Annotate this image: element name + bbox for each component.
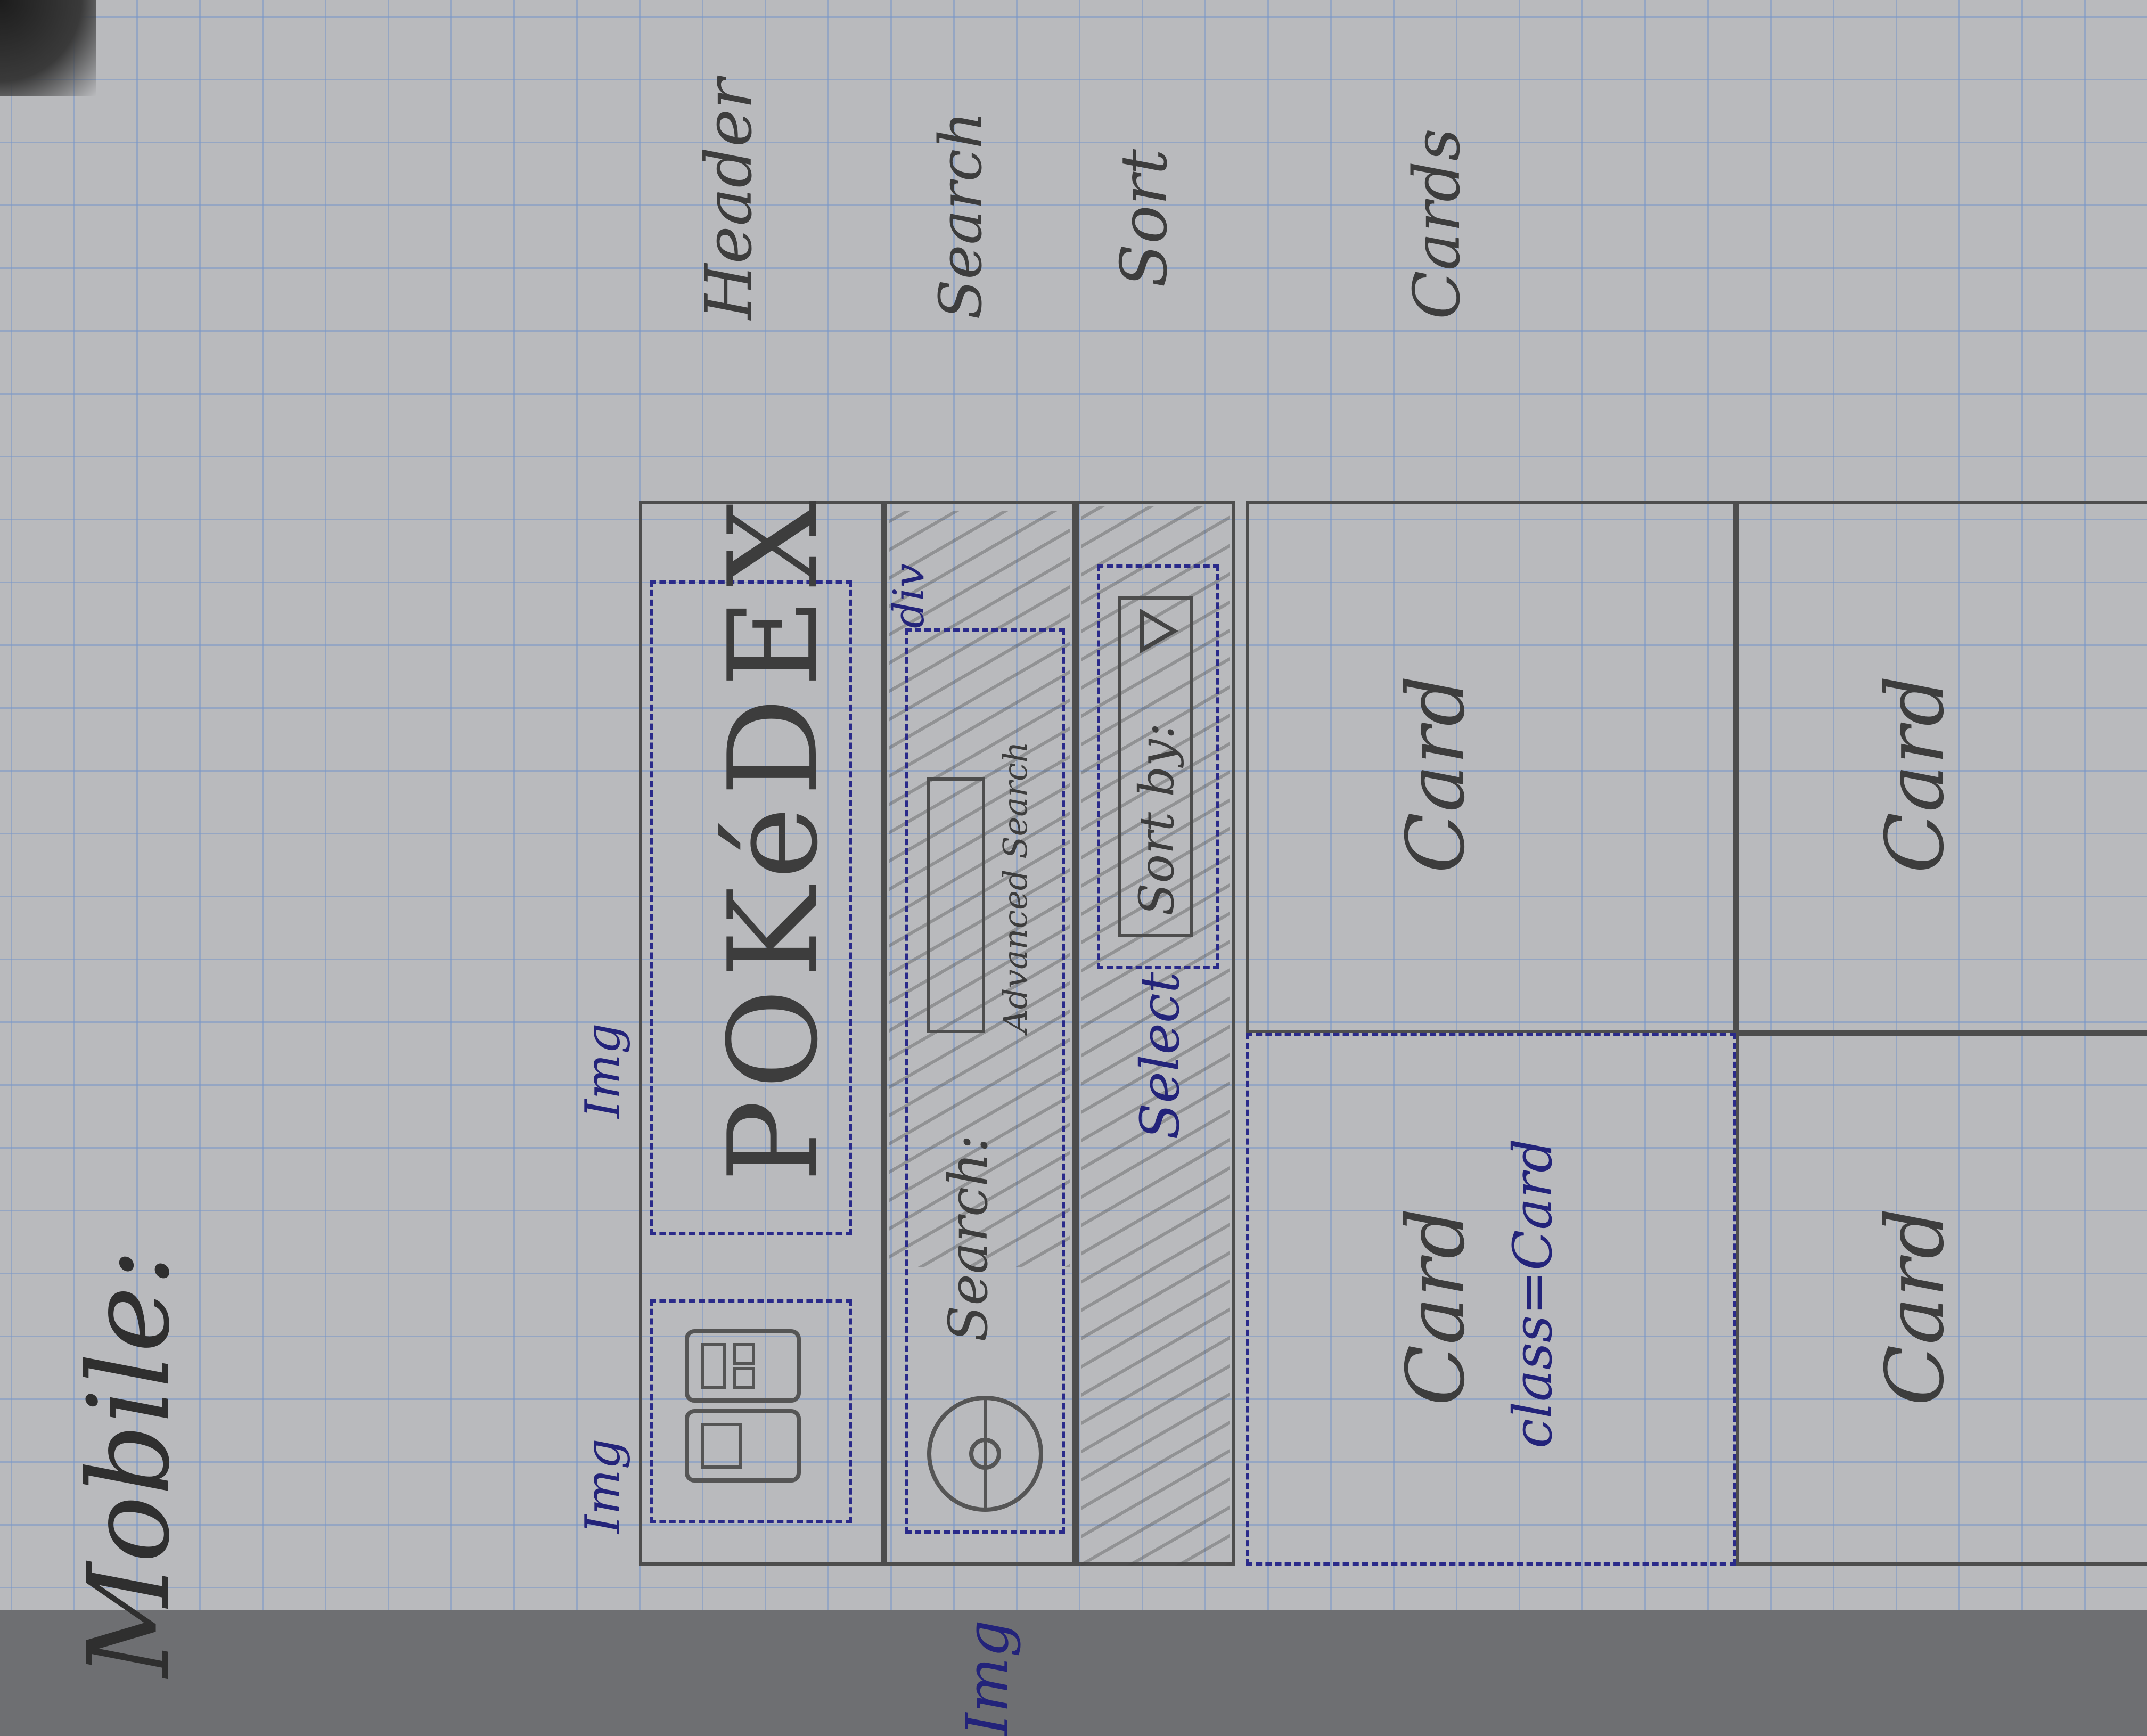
select-label: Select xyxy=(1129,971,1191,1140)
img-label: Img xyxy=(575,1023,631,1118)
section-label-sort: Sort xyxy=(1108,149,1182,288)
dark-corner xyxy=(0,0,96,96)
pokeball-icon xyxy=(921,1390,1049,1518)
card-label: Card xyxy=(1390,1208,1482,1406)
section-label-search: Search xyxy=(927,111,995,320)
search-input[interactable] xyxy=(927,777,985,1033)
card[interactable] xyxy=(1246,501,1736,1033)
graph-paper xyxy=(0,0,2147,1610)
chevron-down-icon[interactable] xyxy=(1134,607,1182,655)
div-label: div xyxy=(884,563,933,628)
pokedex-logo: POKéDEX xyxy=(703,489,845,1182)
card-label: Card xyxy=(1390,675,1482,873)
card-class-note: class=Card xyxy=(1502,1139,1564,1448)
mobile-wireframe: Header Search Sort Cards Img Img POKéDEX… xyxy=(298,79,2147,1736)
sort-label: Sort by: xyxy=(1129,723,1185,916)
card-label: Card xyxy=(1869,1208,1962,1406)
section-label-cards: Cards xyxy=(1400,128,1474,320)
advanced-search-link[interactable]: Advanced Search xyxy=(996,741,1035,1033)
img-label: Img xyxy=(575,1438,631,1534)
page-title: Mobile: xyxy=(64,1248,194,1677)
card[interactable] xyxy=(1246,1033,1736,1566)
search-label: Search: xyxy=(937,1134,999,1342)
card-label: Card xyxy=(1869,675,1962,873)
section-label-header: Header xyxy=(692,78,766,320)
img-arrow-label: Img xyxy=(953,1619,1021,1736)
pokedex-device-icon xyxy=(682,1326,809,1486)
